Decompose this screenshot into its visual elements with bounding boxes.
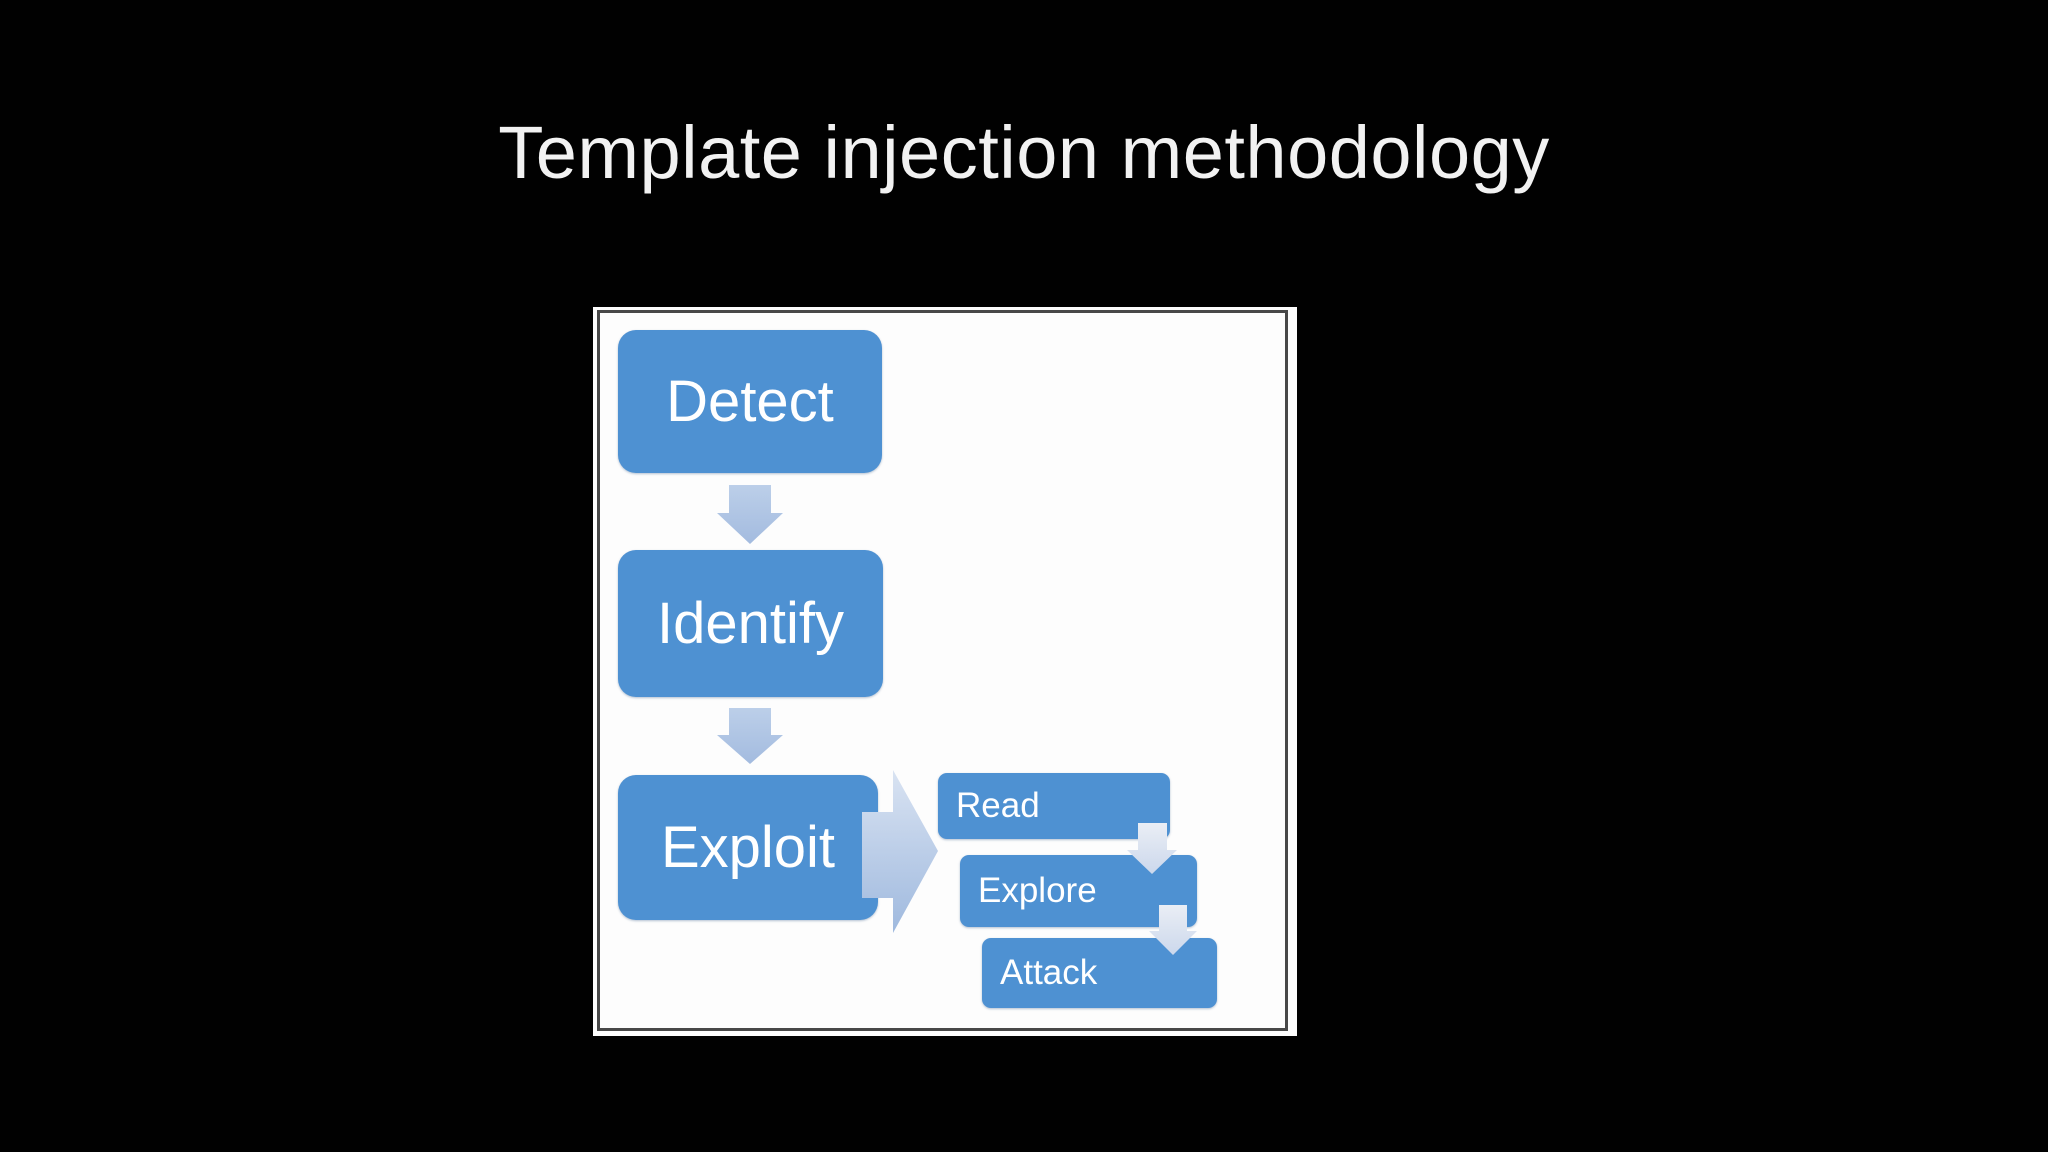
down-arrow-identify-exploit-icon bbox=[717, 708, 783, 764]
node-exploit-label: Exploit bbox=[660, 815, 836, 880]
node-identify-label: Identify bbox=[657, 591, 844, 656]
diagram-panel: Detect Identify Exploit Read Explore Att… bbox=[593, 307, 1297, 1036]
node-attack-label: Attack bbox=[1000, 953, 1098, 992]
node-explore-label: Explore bbox=[978, 871, 1097, 910]
node-detect-label: Detect bbox=[666, 369, 834, 434]
node-read-label: Read bbox=[956, 786, 1040, 825]
node-identify: Identify bbox=[618, 550, 883, 697]
node-read: Read bbox=[938, 773, 1170, 839]
node-detect: Detect bbox=[618, 330, 882, 473]
node-attack: Attack bbox=[982, 938, 1217, 1008]
node-explore: Explore bbox=[960, 855, 1197, 927]
node-exploit: Exploit bbox=[618, 775, 878, 920]
down-arrow-detect-identify-icon bbox=[717, 485, 783, 544]
slide-title: Template injection methodology bbox=[498, 111, 1550, 194]
